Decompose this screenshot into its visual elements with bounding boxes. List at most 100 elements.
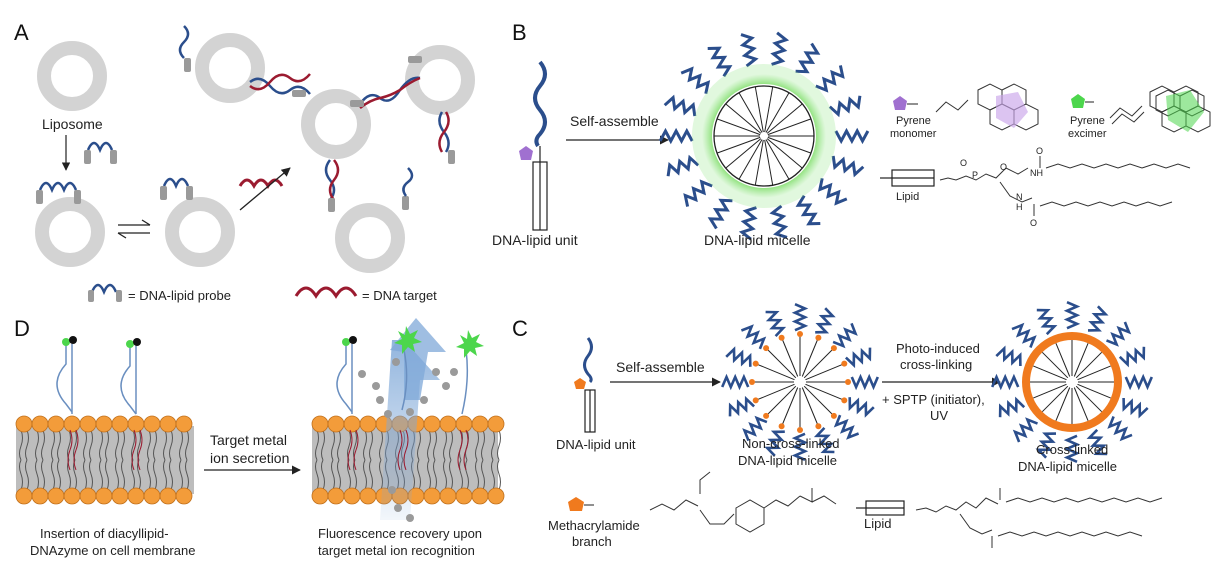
b-micelle-label: DNA-lipid micelle (704, 232, 811, 248)
quencher (133, 338, 141, 346)
lipid-tail (757, 383, 795, 401)
lipid-head (79, 415, 97, 433)
recovery-label-2: target metal ion recognition (318, 543, 475, 558)
c-lipid-label: Lipid (864, 516, 891, 531)
methacrylamide-dot (830, 412, 837, 419)
dna-strand (683, 179, 713, 207)
lipid-tail (1033, 383, 1067, 399)
target-label-2: ion secretion (210, 450, 289, 466)
dna-strand (815, 65, 845, 93)
metal-ions (358, 358, 458, 522)
dna-strand (795, 42, 821, 74)
lipid-tail (1075, 385, 1103, 413)
lipid-head (95, 415, 113, 433)
lipid-tail (805, 363, 843, 381)
pyrene-excimer-label-1: Pyrene (1070, 115, 1105, 127)
dna-strand (834, 127, 870, 145)
lipid-chain (417, 459, 421, 491)
lipid-tail (767, 118, 812, 136)
probe-strand (402, 167, 414, 197)
lipid-head (111, 487, 129, 505)
pyrene-monomer-glow (996, 92, 1028, 128)
lipid-head (111, 415, 129, 433)
lipid-chain (25, 429, 29, 461)
noncl-label-2: DNA-lipid micelle (738, 453, 837, 468)
lipid-head (79, 487, 97, 505)
free-probe (84, 141, 117, 164)
dna-strand (833, 414, 860, 440)
lipid-anchor-left (67, 429, 143, 471)
dna-strand (791, 303, 809, 332)
lipid-head (311, 487, 329, 505)
dna-strand (742, 415, 768, 442)
legend-probe-text: = DNA-lipid probe (128, 288, 231, 303)
lipid-chain (497, 459, 501, 491)
pyrene-monomer-label-2: monomer (890, 128, 937, 140)
lipid-chain (41, 429, 45, 461)
lipid-chain (153, 429, 157, 461)
lipid-chain (57, 429, 61, 461)
lipid-head (343, 487, 361, 505)
pyrene-excimer-label-2: excimer (1068, 128, 1107, 140)
sptp-label-2: UV (930, 408, 948, 423)
lipid-chain (83, 459, 87, 491)
lipid-tail (1073, 387, 1089, 421)
lipid-chain (459, 459, 463, 491)
lipid-head (63, 487, 81, 505)
lipid-tail (767, 136, 812, 154)
metha-label-2: branch (572, 534, 612, 549)
lipid-chain (379, 429, 383, 461)
arrow-diagonal (239, 167, 291, 211)
lipid-chain (481, 459, 485, 491)
lipid-head (359, 487, 377, 505)
lipid-chain (115, 459, 119, 491)
cl-label-2: DNA-lipid micelle (1018, 459, 1117, 474)
lipid-tail (1055, 387, 1071, 421)
lipid-chain (321, 429, 325, 461)
lipid-chain (51, 459, 55, 491)
lipid-tail (764, 86, 774, 133)
lipid-tail (754, 86, 764, 133)
dna-strand (658, 127, 694, 145)
dna-strand (998, 396, 1026, 418)
methacrylamide-icon (568, 497, 584, 511)
dna-strand (817, 177, 848, 206)
lipid-chain (315, 429, 319, 461)
c-noncl-micelle (721, 303, 879, 461)
lipid-head (143, 415, 161, 433)
lipid-chain (169, 429, 173, 461)
fluorophore (62, 338, 70, 346)
lipid-head (15, 415, 33, 433)
chem-o: O (1000, 162, 1007, 172)
fluorophore (342, 338, 350, 346)
chem-p: P (972, 170, 978, 180)
lipid-tail (738, 92, 763, 133)
methacrylamide-dot (845, 379, 851, 385)
lipid-tail (1033, 365, 1067, 381)
lipid-chain (315, 459, 319, 491)
pyrene-excimer-icon (1071, 94, 1085, 108)
lipid-head (175, 415, 193, 433)
lipid-tail (781, 339, 799, 377)
dna-strand (765, 310, 787, 337)
dna-strand (991, 373, 1020, 391)
lipid-chain (179, 429, 183, 461)
lipid-head (127, 415, 145, 433)
lipid-chain (105, 459, 109, 491)
dna-strand (707, 46, 733, 78)
chem-n: N (1016, 192, 1023, 202)
dna-strand (769, 204, 789, 239)
c-lipid-structure (915, 488, 1163, 548)
lipid-chain (443, 459, 447, 491)
probe-strand (178, 25, 190, 59)
dna-strand (738, 206, 758, 241)
duplexes (249, 73, 450, 201)
probe-legend-icon (90, 283, 118, 296)
lipid-chain (433, 429, 437, 461)
lipid-tail (725, 103, 762, 134)
lipid-anchor-right (347, 429, 469, 471)
dna-strand (995, 345, 1022, 367)
dna-strand (831, 155, 865, 178)
lipid-tail (738, 139, 763, 180)
